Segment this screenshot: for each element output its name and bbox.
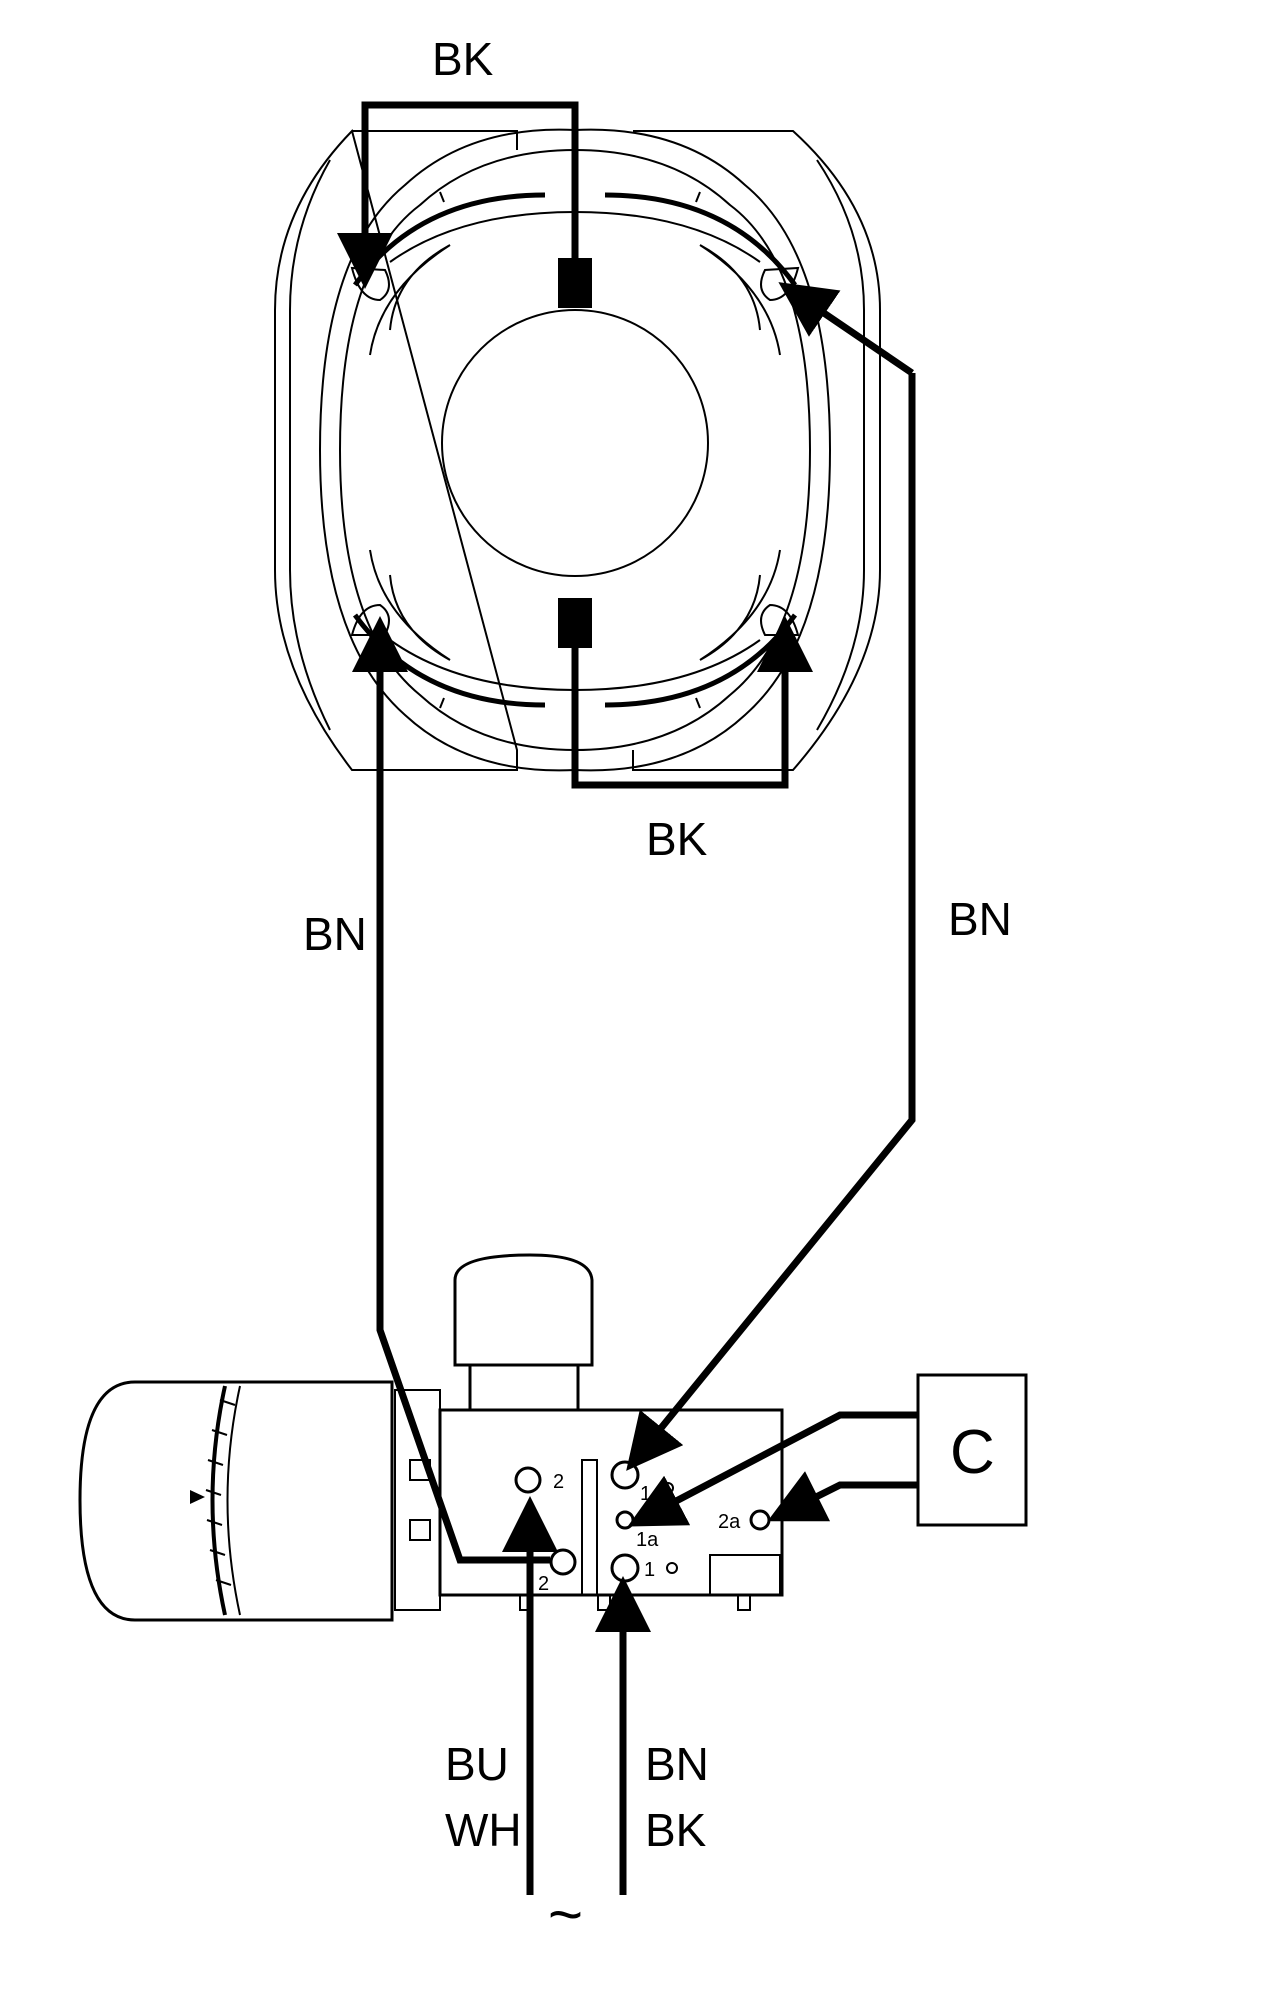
rotor-bore xyxy=(441,309,709,577)
switch-unit xyxy=(78,1253,784,1622)
label-top-bk: BK xyxy=(432,33,494,85)
wire-capacitor-2a xyxy=(767,1471,918,1522)
terminal-1-bottom xyxy=(610,1553,640,1583)
terminal-label-1-top: 1 xyxy=(640,1483,651,1505)
capacitor-box xyxy=(916,1373,1028,1527)
label-supply-bu: BU xyxy=(445,1738,509,1790)
stator-terminal-top xyxy=(558,258,592,308)
label-left-bn: BN xyxy=(303,908,367,960)
wire-bn-left xyxy=(352,616,550,1564)
terminal-2-top xyxy=(514,1466,542,1494)
terminal-label-2-bottom: 2 xyxy=(538,1573,549,1595)
wire-bn-right xyxy=(626,373,916,1471)
motor-housing xyxy=(78,1380,394,1622)
terminal-2-bottom xyxy=(549,1548,577,1576)
terminal-1-top xyxy=(610,1460,640,1490)
label-supply-wh: WH xyxy=(445,1804,522,1856)
label-supply-bk: BK xyxy=(645,1804,707,1856)
terminal-2a xyxy=(749,1509,771,1531)
labels: BK BK BN BN BU WH BN BK ~ 2 2 1 1a 1 2a xyxy=(303,33,1012,1948)
capacitor-label: C xyxy=(950,1418,995,1487)
wire-bk-bottom xyxy=(571,616,813,789)
dial-pointer xyxy=(190,1490,205,1504)
terminal-label-2-top: 2 xyxy=(553,1471,564,1493)
wires xyxy=(337,101,918,1895)
speed-dial xyxy=(210,1385,227,1616)
terminal-1a xyxy=(615,1510,635,1530)
terminal-label-2a: 2a xyxy=(718,1511,741,1533)
wire-bk-top xyxy=(337,101,579,289)
label-supply-bn: BN xyxy=(645,1738,709,1790)
terminal-label-1a: 1a xyxy=(636,1529,659,1551)
wire-capacitor-1a xyxy=(627,1411,918,1527)
stator-terminal-bottom xyxy=(558,598,592,648)
label-right-bn: BN xyxy=(948,893,1012,945)
terminal-label-1-bottom: 1 xyxy=(644,1559,655,1581)
ac-symbol: ~ xyxy=(548,1881,583,1948)
label-bottom-bk: BK xyxy=(646,813,708,865)
capacitor: C xyxy=(916,1373,1028,1527)
